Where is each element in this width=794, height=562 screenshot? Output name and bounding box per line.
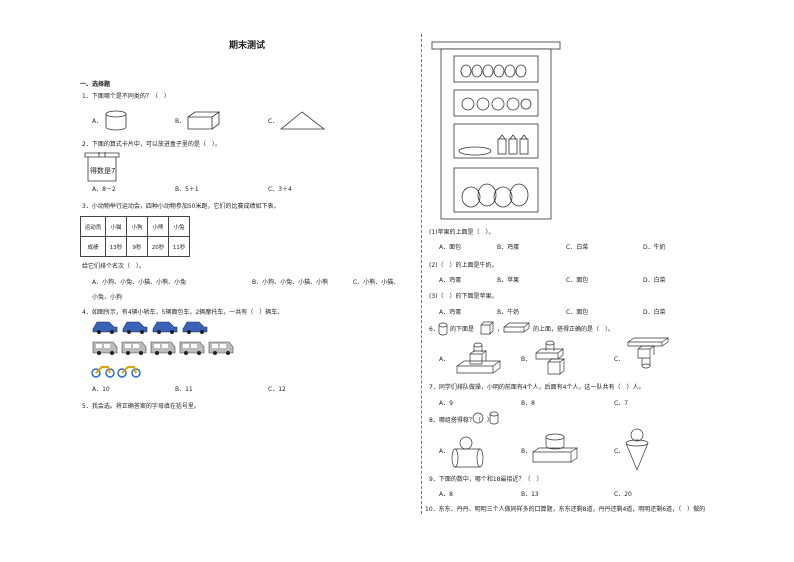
shelf-row-eggs (453, 55, 539, 83)
q3-option-a: A．小狗、小兔、小猫、小熊、小兔 (92, 279, 187, 286)
q5-sub3-option-d: D．白菜 (643, 309, 666, 316)
q5-sub1-text: (1)苹果的上面是（ ）。 (429, 229, 495, 236)
stack-option-a (456, 342, 502, 374)
q1-text: 1．下面哪个是不同类的？（ ） (82, 93, 170, 100)
shelf-row-apples (453, 89, 539, 117)
q4-option-a: A．10 (92, 386, 110, 393)
q6-option-c: C． (614, 356, 625, 363)
q5-sub3-option-c: C．面包 (566, 309, 589, 316)
q2-option-c: C．3＋4 (268, 186, 292, 193)
q9-option-c: C．20 (614, 491, 632, 498)
q5-sub2-option-c: C．面包 (566, 277, 589, 284)
box-icon (84, 152, 120, 182)
slab-small-icon (503, 322, 530, 333)
table-cell: 成绩 (80, 236, 106, 257)
food-shelf-illustration (431, 41, 561, 220)
race-results-table: 运动员 小猫 小狗 小熊 小兔 成绩 13秒 9秒 20秒 11秒 (80, 216, 190, 257)
q2-option-a: A．8－2 (92, 186, 116, 193)
q7-option-b: B．8 (521, 400, 535, 407)
stack-option-a (451, 436, 484, 468)
q3-option-c: C．小熊、小猫、 (353, 279, 400, 286)
q5-sub3-option-b: B．牛奶 (497, 309, 520, 316)
q8-option-b: B． (521, 448, 532, 455)
q7-option-c: C．7 (614, 400, 629, 407)
table-header-row: 运动员 小猫 小狗 小熊 小兔 (80, 216, 190, 237)
triangle-shape (279, 111, 326, 130)
car-icon (92, 321, 118, 334)
q10-text: 10．东东、丹丹、明明三个人做同样多的口算题，东东还剩8道，丹丹还剩4道，明明还… (425, 506, 706, 513)
q7-option-a: A．9 (439, 400, 453, 407)
q5-sub1-option-a: A．面包 (439, 244, 462, 251)
q5-sub3-text: (3)（ ）的下面是苹果。 (429, 293, 498, 300)
q6-text-1: 6． (429, 326, 439, 333)
shelf-row-bread-milk (453, 123, 539, 159)
q9-option-a: A．8 (439, 491, 453, 498)
q4-option-b: B．11 (175, 386, 193, 393)
q1-option-a: A． (92, 118, 103, 125)
q6-option-b: B． (521, 356, 532, 363)
cylinder-shape (105, 110, 127, 131)
q8-text: 8．哪组搭得稳？（ ） (429, 417, 493, 424)
table-cell: 13秒 (105, 236, 127, 257)
cube-small-icon (480, 321, 494, 335)
stack-option-c (627, 337, 670, 369)
table-cell: 运动员 (80, 216, 106, 237)
table-cell: 11秒 (168, 236, 190, 257)
cars-illustration (91, 321, 234, 378)
stack-option-b (532, 433, 579, 463)
shelf-row-cabbage (453, 167, 539, 213)
q6-option-a: A． (439, 356, 450, 363)
q8-option-c: C． (614, 448, 625, 455)
q3-prompt: 给它们排个名次（ ）。 (82, 263, 146, 270)
page-title: 期末测试 (229, 41, 266, 51)
ball-cylinder-icon (472, 411, 499, 425)
box-label: 得数是7 (90, 167, 116, 175)
q6-text-4: 的上面，搭得正确的是（ ）。 (533, 326, 615, 333)
q5-sub2-option-b: B．苹果 (497, 277, 520, 284)
q5-sub2-option-a: A．鸡蛋 (439, 277, 462, 284)
table-row: 成绩 13秒 9秒 20秒 11秒 (80, 236, 190, 257)
q8-option-a: A． (439, 448, 450, 455)
q9-option-b: B．13 (521, 491, 539, 498)
table-cell: 小熊 (147, 216, 169, 237)
q4-option-c: C．12 (268, 386, 286, 393)
q2-text: 2．下面的算式卡片中，可以放进盒子里的是（ ）。 (82, 141, 221, 148)
table-cell: 小兔 (168, 216, 190, 237)
q9-text: 9．下面的数中，哪个和18最接近？（ ） (429, 476, 543, 483)
q5-text: 5．我会选。将正确答案的字母填在括号里。 (82, 403, 200, 410)
column-divider (421, 34, 422, 514)
q5-sub1-option-c: C．白菜 (566, 244, 589, 251)
stack-option-c (625, 428, 649, 471)
q3-text: 3．小动物举行运动会，四种小动物参加50米跑，它们的比赛成绩如下表。 (82, 203, 280, 210)
q5-sub2-text: (2)（ ）的上面是牛奶。 (429, 262, 498, 269)
q6-text-2: 的下面是 (450, 326, 475, 333)
q2-option-b: B．5＋1 (175, 186, 199, 193)
cylinder-small-icon (438, 322, 448, 336)
table-cell: 小狗 (126, 216, 148, 237)
q1-option-c: C． (268, 118, 279, 125)
table-cell: 9秒 (126, 236, 148, 257)
stack-option-b (535, 340, 566, 375)
q1-option-b: B． (175, 118, 186, 125)
cuboid-shape (187, 111, 221, 130)
section-heading: 一、选择题 (80, 81, 111, 88)
q4-text: 4．如图所示，有4辆小轿车，5辆面包车，2辆摩托车，一共有（ ）辆车。 (82, 309, 284, 316)
q5-sub3-option-a: A．鸡蛋 (439, 309, 462, 316)
table-cell: 小猫 (105, 216, 127, 237)
q5-sub2-option-d: D．白菜 (643, 277, 666, 284)
q5-sub1-option-b: B．鸡蛋 (497, 244, 520, 251)
q5-sub1-option-d: D．牛奶 (643, 244, 666, 251)
q3-option-c-cont: 小兔、小狗 (92, 294, 123, 301)
table-cell: 20秒 (147, 236, 169, 257)
q3-option-b: B．小狗、小兔、小猫、小熊 (252, 279, 329, 286)
q7-text: 7．同学们排队做操，小明的前面有4个人，后面有4个人，这一队共有（ ）人。 (429, 384, 645, 391)
q6-text-3: ， (497, 326, 504, 333)
